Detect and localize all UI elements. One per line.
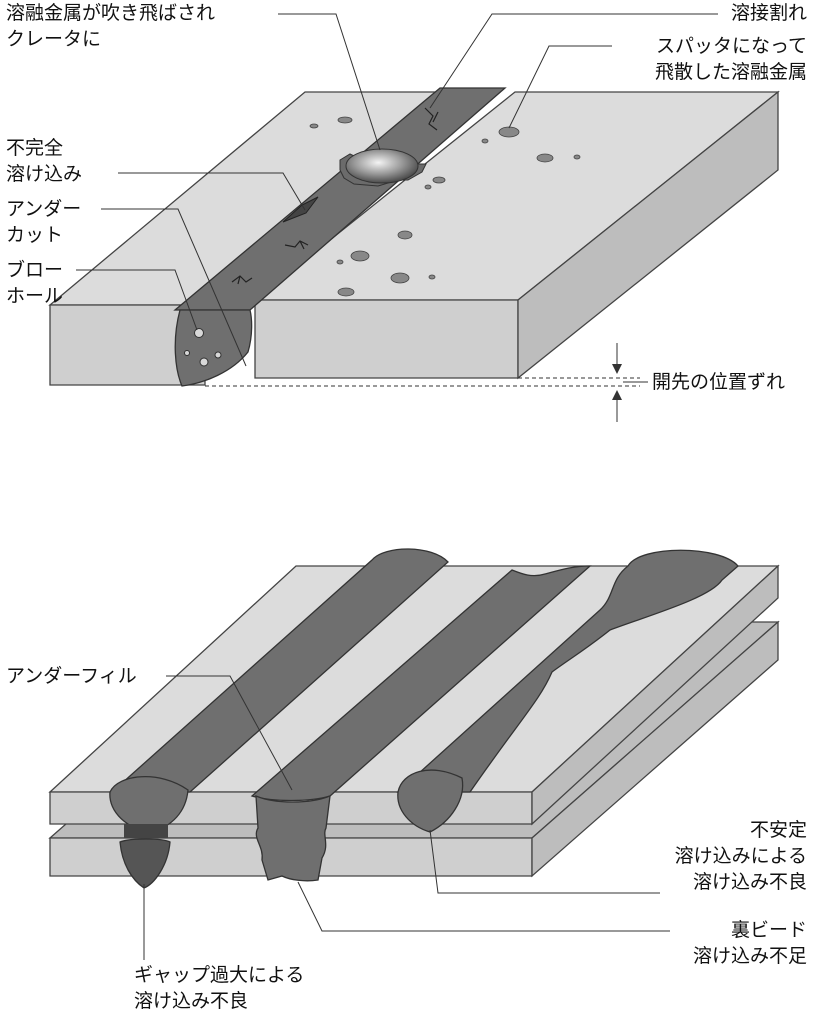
weld-bead-1-section xyxy=(109,776,189,833)
spatter-mark xyxy=(573,154,581,160)
leader-spatter xyxy=(508,45,612,129)
leader-crack xyxy=(429,13,718,109)
spatter-mark xyxy=(397,230,413,240)
leader-backbead xyxy=(297,881,670,932)
undercut-mark xyxy=(282,196,319,223)
label-blowhole-line2: ホール xyxy=(6,285,64,307)
label-backbead-line1: 裏ビード xyxy=(730,919,807,941)
label-misalign: 開先の位置ずれ xyxy=(652,369,785,395)
label-misalign-line1: 開先の位置ずれ xyxy=(652,371,786,393)
weld-bead-3 xyxy=(396,549,739,793)
leader-unstable xyxy=(429,829,660,894)
crack-mark xyxy=(424,107,439,131)
label-incomplete-line2: 溶け込み xyxy=(6,163,83,185)
label-blowhole: ブロー ホール xyxy=(6,257,63,309)
label-underfill-line1: アンダーフィル xyxy=(6,665,137,687)
label-gap-line1: ギャップ過大による xyxy=(134,964,305,986)
label-unstable-line2: 溶け込みによる xyxy=(674,845,807,867)
leader-blowhole xyxy=(76,269,198,331)
spatter-mark xyxy=(350,250,370,262)
label-gap-line2: 溶け込み不良 xyxy=(134,990,249,1012)
spatter-mark xyxy=(424,184,432,190)
spatter-mark xyxy=(536,153,554,163)
weld-cross-section xyxy=(174,309,253,387)
spatter-mark xyxy=(498,126,520,138)
leader-incomplete xyxy=(118,172,306,211)
left-plate-front xyxy=(49,304,206,386)
label-crack: 溶接割れ xyxy=(731,0,807,26)
label-spatter-line1: スパッタになって xyxy=(655,35,807,57)
misalign-arrowhead xyxy=(612,364,622,374)
spatter-mark xyxy=(337,287,355,297)
label-crater-line2: クレータに xyxy=(6,28,102,50)
spatter-mark xyxy=(428,274,436,280)
blowhole-mark xyxy=(199,357,209,367)
gap-1 xyxy=(124,824,168,838)
label-undercut-line1: アンダー xyxy=(6,198,82,220)
leader-underfill xyxy=(166,675,293,791)
label-undercut: アンダー カット xyxy=(6,196,81,248)
weld-bead-1 xyxy=(110,548,449,793)
crack-mark xyxy=(231,275,253,285)
upper-plate-side xyxy=(531,564,779,826)
spatter-mark xyxy=(309,123,319,129)
leader-crater xyxy=(278,13,381,151)
right-plate-side xyxy=(517,90,779,380)
blowhole-mark xyxy=(194,328,204,338)
top-leaders xyxy=(76,13,718,383)
bottom-illustration xyxy=(48,548,780,960)
spatter-mark xyxy=(390,272,410,284)
spatter-mark xyxy=(481,138,489,144)
label-unstable: 不安定 溶け込みによる 溶け込み不良 xyxy=(675,817,807,895)
back-bead-1 xyxy=(119,838,171,889)
label-backbead: 裏ビード 溶け込み不足 xyxy=(693,917,807,969)
top-illustration xyxy=(48,13,780,422)
weld-bead-3-section xyxy=(397,769,464,833)
label-blowhole-line1: ブロー xyxy=(6,259,64,281)
label-spatter: スパッタになって 飛散した溶融金属 xyxy=(655,33,807,85)
weld-bead-2-section xyxy=(255,794,331,882)
weld-bead-2 xyxy=(250,565,592,802)
bottom-leaders xyxy=(143,675,670,960)
blowhole-mark xyxy=(214,351,222,359)
misalign-arrowhead xyxy=(612,390,622,400)
label-crack-line1: 溶接割れ xyxy=(730,2,807,24)
spatter-mark xyxy=(337,116,353,124)
label-crater: 溶融金属が吹き飛ばされ クレータに xyxy=(6,0,215,52)
label-incomplete: 不完全 溶け込み xyxy=(6,135,82,187)
right-plate-front xyxy=(254,299,519,379)
label-unstable-line3: 溶け込み不良 xyxy=(692,871,807,893)
blowhole-mark xyxy=(184,350,190,356)
crater-mark xyxy=(345,148,419,184)
label-spatter-line2: 飛散した溶融金属 xyxy=(654,61,807,83)
lower-plate-side xyxy=(531,620,779,878)
label-unstable-line1: 不安定 xyxy=(749,819,807,841)
label-gap: ギャップ過大による 溶け込み不良 xyxy=(134,962,304,1014)
spatter-mark xyxy=(432,176,446,184)
label-undercut-line2: カット xyxy=(6,224,64,246)
spatter-mark xyxy=(336,259,344,265)
crack-mark xyxy=(284,240,309,250)
label-underfill: アンダーフィル xyxy=(6,663,137,689)
label-crater-line1: 溶融金属が吹き飛ばされ xyxy=(6,2,216,24)
label-backbead-line2: 溶け込み不足 xyxy=(692,945,807,967)
leader-undercut xyxy=(101,208,247,367)
spatter-group xyxy=(309,116,581,297)
label-incomplete-line1: 不完全 xyxy=(6,137,64,159)
